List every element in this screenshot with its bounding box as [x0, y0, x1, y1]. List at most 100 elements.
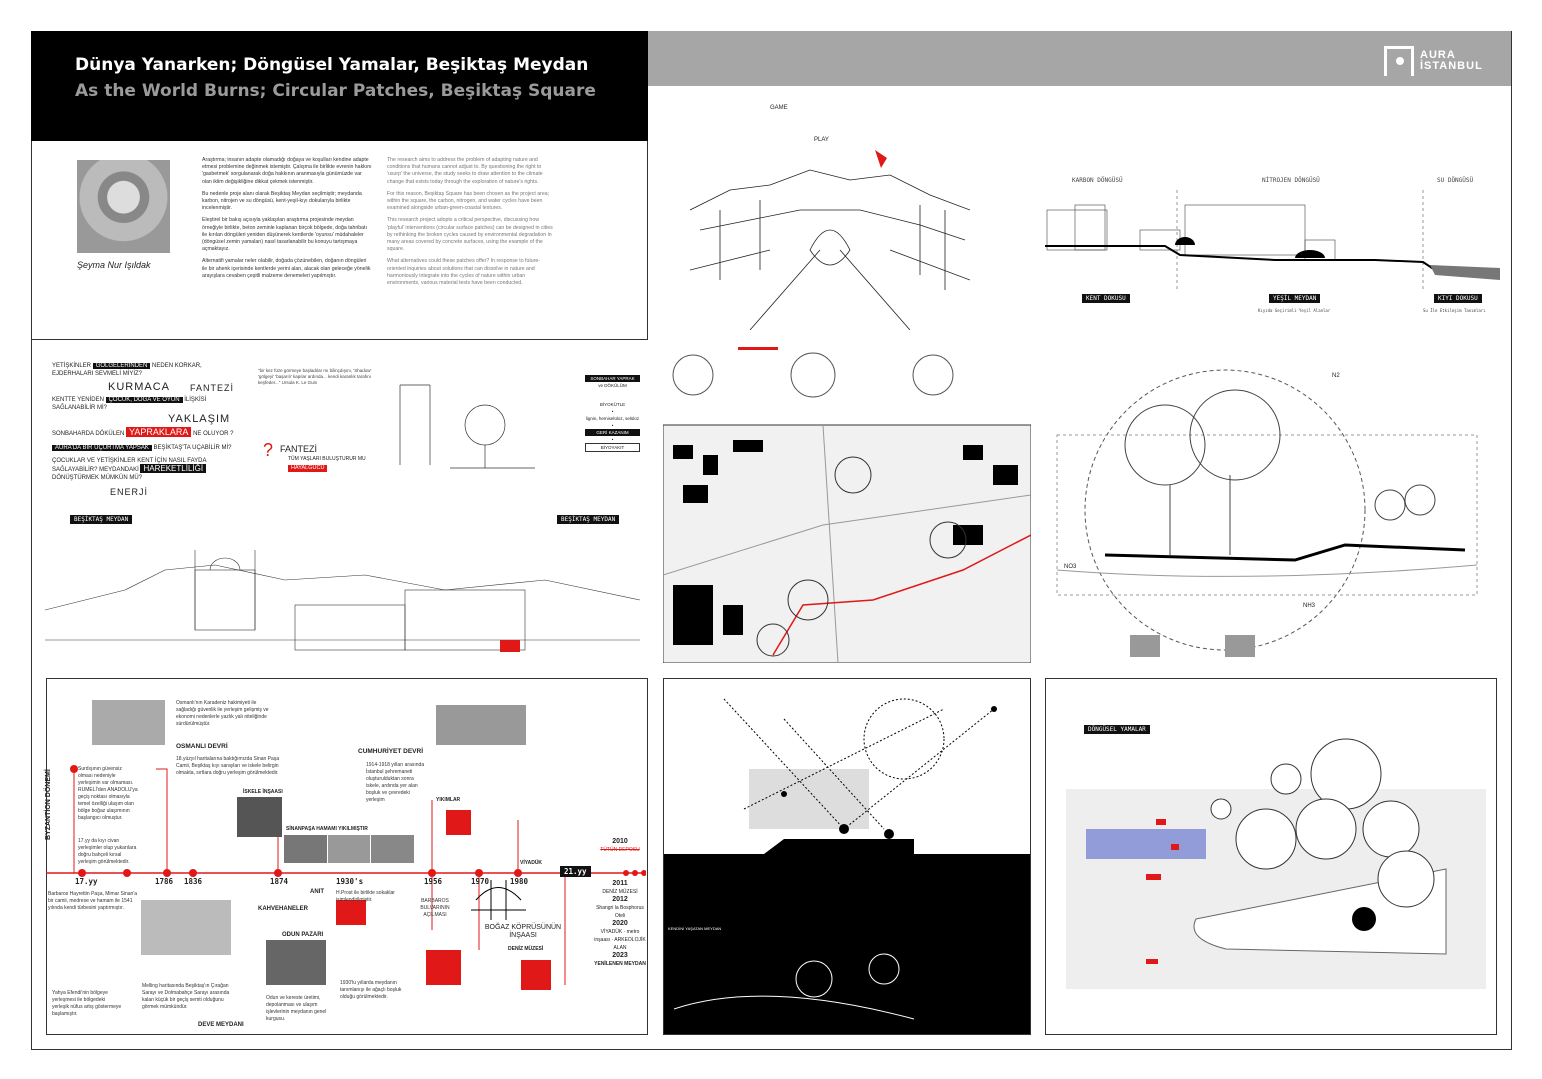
byzantine-period: BYZANTİON DÖNEMİ: [45, 769, 52, 840]
timeline-graphic: [46, 765, 646, 990]
cycle-label: KARBON DÖNGÜSÜ: [1072, 177, 1123, 184]
cycle-label: SU DÖNGÜSÜ: [1437, 177, 1474, 184]
historic-map-photo: [92, 700, 165, 745]
square-label-right: BEŞİKTAŞ MEYDAN: [557, 515, 620, 524]
year-label: 1836: [184, 877, 203, 886]
event-yikimlar: YIKIMLAR: [436, 797, 461, 803]
square-label-left: BEŞİKTAŞ MEYDAN: [70, 515, 133, 524]
game-label: GAME: [770, 105, 788, 111]
author-photo: [77, 160, 170, 253]
fantezi-sub: TÜM YAŞLARI BULUŞTURUR MU: [288, 456, 366, 462]
site-section-drawing: [1045, 190, 1500, 290]
event-barbaros: BARBAROS BULVARININ AÇILMASI: [420, 898, 450, 918]
red-kiosk: [500, 640, 520, 652]
hamam-photos: [284, 835, 414, 863]
keyword-yaklasim: YAKLAŞIM: [168, 413, 231, 425]
barbaros-text: Barbaros Hayrettin Paşa, Mimar Sinan'a b…: [48, 891, 138, 911]
section-note: Su İle Etkileşim Tanımları: [1423, 308, 1486, 313]
patches-panel: DÖNGÜSEL YAMALAR: [1045, 678, 1497, 1035]
kite-icon: [875, 150, 887, 168]
odun-text: Odun ve kereste üretimi, depolanması ve …: [266, 995, 327, 1022]
paragraph: This research project adopts a critical …: [387, 217, 553, 253]
patches-plan: [1066, 738, 1486, 989]
logo-line1: AURA: [1420, 49, 1456, 61]
event-kahve: KAHVEHANELER: [258, 906, 309, 912]
plan-panel: KENDİNİ YAŞATAN MEYDAN: [663, 678, 1031, 1035]
square-plan: [664, 698, 1030, 1034]
abstract-english: The research aims to address the problem…: [387, 157, 557, 292]
event-deniz: DENİZ MÜZESİ: [508, 946, 544, 952]
question-mark-icon: ?: [263, 440, 274, 460]
map-text: 18.yüzyıl haritalarına baktığımızda Sina…: [176, 756, 280, 776]
concept-line: KENTTE YENİDEN ÇOCUK, DOĞA VE OYUN İLİŞK…: [52, 397, 207, 411]
year-label: 1970: [471, 877, 490, 886]
year-label: 1956: [424, 877, 443, 886]
texture-label: KENT DOKUSU: [1082, 294, 1130, 303]
1930-text: 1930'lu yıllarda meydanın tanımlanışı il…: [340, 980, 402, 1000]
paragraph: Alternatifi yamalar neler olabilir, doğa…: [202, 258, 371, 279]
event-viyaduk: VİYADÜK: [520, 860, 543, 866]
event-hamam: SİNANPAŞA HAMAMI YIKILMIŞTIR: [286, 826, 368, 832]
year-label: 17.yy: [75, 877, 98, 886]
abstract-turkish: Araştırma; insanın adapte olamadığı doğa…: [202, 157, 372, 285]
patches-title: DÖNGÜSEL YAMALAR: [1084, 725, 1150, 734]
event-anit: ANIT: [310, 889, 324, 895]
byzantine-text-2: 17.yy da kıyı civarı yerleşimler olup yu…: [78, 838, 137, 865]
guin-quote: "bir kez füze görmeye başladılar mı bili…: [258, 368, 372, 385]
texture-label: KIYI DOKUSU: [1434, 294, 1482, 303]
year-label-21c: 21.yy: [560, 866, 591, 877]
year-label: 1980: [510, 877, 529, 886]
year-label: 1874: [270, 877, 289, 886]
byzantine-text: Surdışının güvensiz olması nedeniyle yer…: [78, 766, 138, 821]
melling-text: Melling haritasında Beşiktaş'ın Çırağan …: [142, 983, 230, 1010]
year-label: 1930's: [336, 877, 364, 886]
logo-icon: [1384, 46, 1414, 76]
tree-section-drawing: [1056, 369, 1478, 657]
paragraph: Bu nedenle proje alanı olarak Beşiktaş M…: [202, 190, 362, 212]
concept-line: SONBAHARDA DÖKÜLEN YAPRAKLARA NE OLUYOR …: [52, 427, 234, 437]
keyword-kurmaca: KURMACA: [108, 381, 171, 393]
tree-tower-sketch: [399, 384, 535, 469]
concept-line: AURA'DA BİR UÇURTMA YAPSAK BEŞİKTAŞ'TA U…: [52, 444, 231, 452]
title-english: As the World Burns; Circular Patches, Be…: [75, 81, 596, 101]
republic-period: CUMHURİYET DEVRİ: [358, 748, 424, 755]
title-block: Dünya Yanarken; Döngüsel Yamalar, Beşikt…: [31, 31, 648, 141]
play-label: PLAY: [814, 137, 829, 143]
event-deve: DEVE MEYDANI: [198, 1022, 244, 1028]
fantezi-heading: FANTEZİ: [280, 444, 318, 454]
republic-photo: [436, 705, 526, 745]
square-elevation-drawing: [45, 550, 640, 652]
no3-label: NO3: [1064, 564, 1077, 570]
paragraph: Araştırma; insanın adapte olamadığı doğa…: [202, 157, 372, 185]
n2-label: N2: [1332, 373, 1340, 379]
republic-text: 1914-1918 yılları arasında İstanbul şehr…: [366, 762, 425, 803]
event-kopru: BOĞAZ KÖPRÜSÜNÜN İNŞAASI: [484, 924, 562, 939]
header-band: [648, 31, 1511, 86]
paragraph: For this reason, Beşiktaş Square has bee…: [387, 190, 550, 212]
author-name: Şeyma Nur Işıldak: [77, 260, 151, 270]
keyword-enerji: ENERJİ: [110, 487, 149, 497]
texture-label: YEŞİL MEYDAN: [1269, 294, 1321, 303]
paragraph: The research aims to address the problem…: [387, 157, 543, 185]
ottoman-period: OSMANLI DEVRİ: [176, 743, 228, 750]
event-iskele: İSKELE İNŞAASI: [243, 789, 283, 795]
hayalgucu-label: HAYALGÜCÜ: [288, 465, 328, 472]
yahya-text: Yahya Efendi'nin bölgeye yerleşmesi ile …: [52, 990, 122, 1017]
concept-line: ÇOCUKLAR VE YETİŞKİNLER KENT İÇİN NASIL …: [52, 458, 207, 481]
streets-text: H.Prost ile birlikte sokaklar isimlendir…: [336, 890, 395, 903]
paragraph: Eleştirel bir bakış açısıyla yaklaşılan …: [202, 217, 367, 253]
square-perspective-sketch: [690, 150, 970, 330]
section-note: Kıyıda Geçirimli Yeşil Alanlar: [1258, 308, 1331, 313]
intro-panel: [31, 141, 648, 340]
logo-line2: İSTANBUL: [1420, 60, 1483, 72]
keyword-fantezi: FANTEZİ: [190, 383, 235, 393]
cycle-label: NİTROJEN DÖNGÜSÜ: [1262, 177, 1320, 184]
year-label: 1786: [155, 877, 174, 886]
title-turkish: Dünya Yanarken; Döngüsel Yamalar, Beşikt…: [75, 55, 589, 75]
event-odun: ODUN PAZARI: [282, 932, 324, 938]
paragraph: What alternatives could these patches of…: [387, 258, 541, 287]
iskele-photo: [237, 797, 282, 837]
